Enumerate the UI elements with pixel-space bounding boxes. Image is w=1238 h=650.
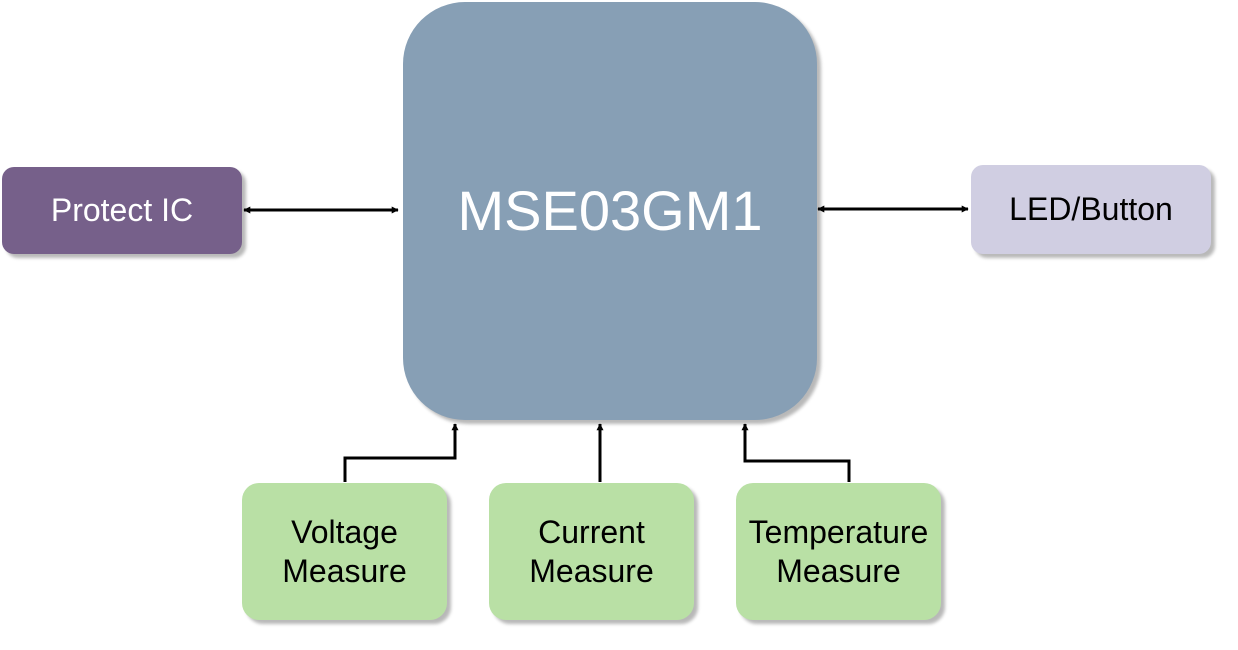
mcu-block: MSE03GM1: [403, 2, 817, 420]
current-measure-block: Current Measure: [489, 483, 694, 620]
voltage-measure-block: Voltage Measure: [242, 483, 447, 620]
voltage-to-mcu-arrow: [343, 423, 459, 482]
mcu-label: MSE03GM1: [457, 179, 763, 243]
protect-ic-label: Protect IC: [50, 192, 194, 229]
protect-ic-block: Protect IC: [2, 167, 242, 254]
temperature-measure-block: Temperature Measure: [736, 483, 941, 620]
temperature-measure-label: Temperature Measure: [748, 514, 929, 589]
current-measure-label: Current Measure: [529, 514, 654, 589]
temperature-to-mcu-arrow: [741, 423, 851, 482]
led-button-label: LED/Button: [1009, 191, 1173, 228]
voltage-measure-label: Voltage Measure: [282, 514, 407, 589]
led-button-block: LED/Button: [971, 165, 1211, 254]
